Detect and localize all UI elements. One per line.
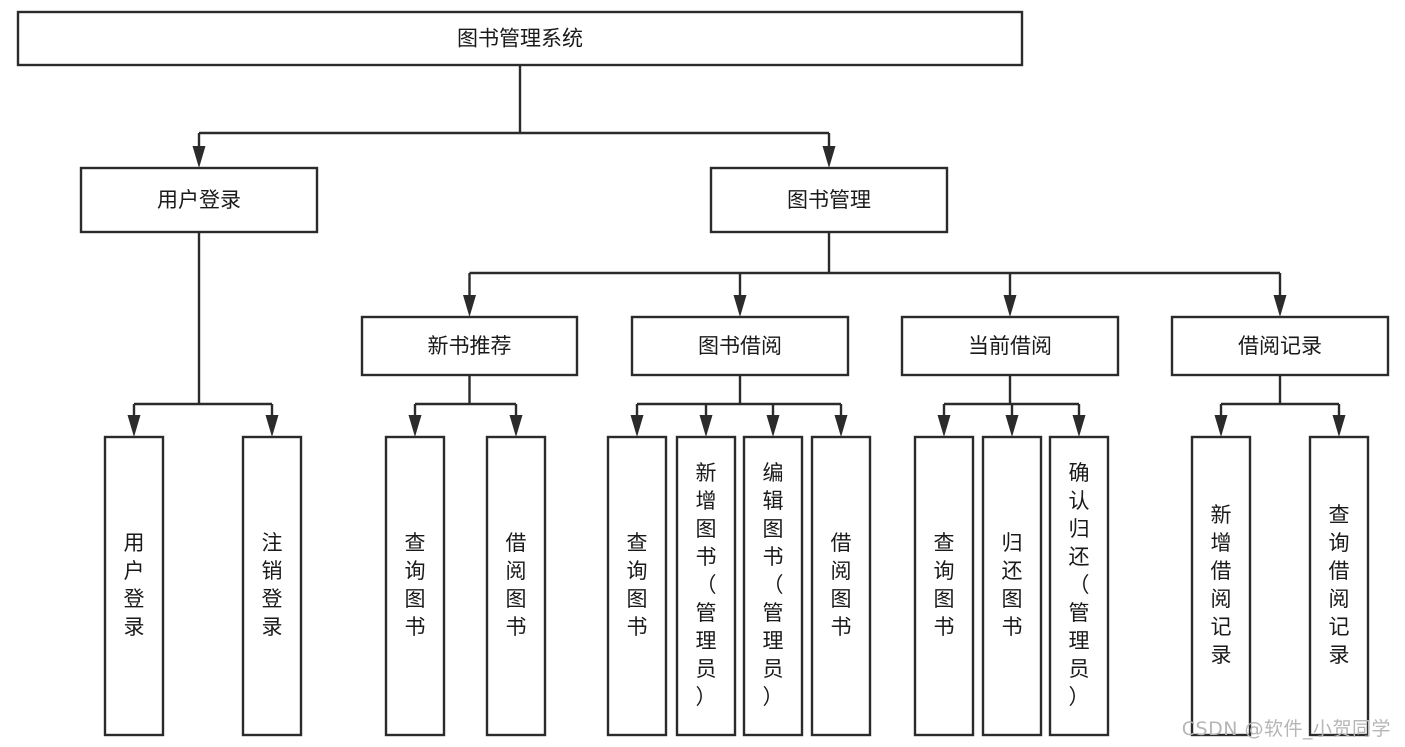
diagram-node-current-borrow[interactable]: 当前借阅 <box>900 315 1120 377</box>
arrow-head-icon <box>766 415 780 437</box>
node-label: 图书管理系统 <box>457 27 583 51</box>
arrow-head-icon <box>265 415 279 437</box>
connector-group <box>630 375 848 437</box>
diagram-node-borrow-record[interactable]: 借阅记录 <box>1170 315 1390 377</box>
node-box[interactable] <box>900 315 1120 377</box>
node-label: 借阅图书 <box>831 531 852 639</box>
diagram-node-leaf-bb-add[interactable]: 新增图书（管理员） <box>675 435 737 737</box>
arrow-head-icon <box>1072 415 1086 437</box>
diagram-node-user-login[interactable]: 用户登录 <box>79 166 319 234</box>
diagram-node-leaf-logout[interactable]: 注销登录 <box>241 435 303 737</box>
connector-group <box>1214 375 1346 437</box>
arrow-head-icon <box>822 146 836 168</box>
node-label: 图书借阅 <box>698 334 782 358</box>
diagram-node-leaf-br-add[interactable]: 新增借阅记录 <box>1190 435 1252 737</box>
diagram-node-leaf-rec-borrow[interactable]: 借阅图书 <box>485 435 547 737</box>
node-label: 确认归还（管理员） <box>1069 461 1090 709</box>
diagram-node-new-book-rec[interactable]: 新书推荐 <box>360 315 579 377</box>
arrow-head-icon <box>630 415 644 437</box>
node-box[interactable] <box>485 435 547 737</box>
diagram-node-leaf-br-query[interactable]: 查询借阅记录 <box>1308 435 1370 737</box>
node-box[interactable] <box>606 435 668 737</box>
node-label: 查询图书 <box>627 531 648 639</box>
diagram-node-leaf-bb-borrow[interactable]: 借阅图书 <box>810 435 872 737</box>
arrow-head-icon <box>699 415 713 437</box>
node-label: 用户登录 <box>157 188 241 212</box>
node-label: 图书管理 <box>787 188 871 212</box>
node-box[interactable] <box>1048 435 1110 737</box>
node-box[interactable] <box>981 435 1043 737</box>
arrow-head-icon <box>1214 415 1228 437</box>
diagram-node-root[interactable]: 图书管理系统 <box>16 10 1024 67</box>
node-box[interactable] <box>630 315 850 377</box>
node-box[interactable] <box>241 435 303 737</box>
node-box[interactable] <box>384 435 446 737</box>
arrow-head-icon <box>834 415 848 437</box>
node-label: 用户登录 <box>124 531 145 639</box>
diagram-node-book-manage[interactable]: 图书管理 <box>709 166 949 234</box>
arrow-head-icon <box>1005 415 1019 437</box>
node-box[interactable] <box>103 435 165 737</box>
node-box[interactable] <box>1308 435 1370 737</box>
node-label: 借阅记录 <box>1238 334 1322 358</box>
node-box[interactable] <box>16 10 1024 67</box>
connector-group <box>937 375 1086 437</box>
node-label: 注销登录 <box>262 531 283 639</box>
node-label: 新书推荐 <box>428 334 512 358</box>
node-label: 编辑图书（管理员） <box>763 461 784 709</box>
node-box[interactable] <box>709 166 949 234</box>
node-box[interactable] <box>913 435 975 737</box>
node-label: 新增图书（管理员） <box>696 461 717 709</box>
diagram-node-leaf-cb-query[interactable]: 查询图书 <box>913 435 975 737</box>
node-box[interactable] <box>810 435 872 737</box>
diagram-node-leaf-cb-confirm[interactable]: 确认归还（管理员） <box>1048 435 1110 737</box>
node-box[interactable] <box>675 435 737 737</box>
arrow-head-icon <box>509 415 523 437</box>
diagram-node-leaf-cb-return[interactable]: 归还图书 <box>981 435 1043 737</box>
node-box[interactable] <box>1190 435 1252 737</box>
arrow-head-icon <box>1332 415 1346 437</box>
node-label: 借阅图书 <box>506 531 527 639</box>
diagram-node-leaf-bb-query[interactable]: 查询图书 <box>606 435 668 737</box>
arrow-head-icon <box>937 415 951 437</box>
connector-group <box>408 375 523 437</box>
node-label: 查询借阅记录 <box>1329 503 1350 667</box>
arrow-head-icon <box>408 415 422 437</box>
arrow-head-icon <box>463 295 476 317</box>
node-box[interactable] <box>360 315 579 377</box>
diagram-node-book-borrow[interactable]: 图书借阅 <box>630 315 850 377</box>
arrow-head-icon <box>1003 295 1017 317</box>
connector-group <box>463 232 1287 317</box>
arrow-head-icon <box>192 146 206 168</box>
arrow-head-icon <box>127 415 141 437</box>
node-label: 查询图书 <box>934 531 955 639</box>
arrow-head-icon <box>733 295 747 317</box>
node-label: 归还图书 <box>1002 531 1023 639</box>
connector-group <box>192 65 836 168</box>
node-label: 查询图书 <box>405 531 426 639</box>
node-box[interactable] <box>79 166 319 234</box>
node-label: 新增借阅记录 <box>1211 503 1232 667</box>
diagram-node-leaf-user-login[interactable]: 用户登录 <box>103 435 165 737</box>
diagram-node-leaf-rec-query[interactable]: 查询图书 <box>384 435 446 737</box>
arrow-head-icon <box>1273 295 1287 317</box>
node-layer: 图书管理系统用户登录图书管理新书推荐图书借阅当前借阅借阅记录用户登录注销登录查询… <box>16 10 1390 737</box>
node-box[interactable] <box>1170 315 1390 377</box>
connector-group <box>127 232 279 437</box>
node-label: 当前借阅 <box>968 334 1052 358</box>
diagram-node-leaf-bb-edit[interactable]: 编辑图书（管理员） <box>742 435 804 737</box>
node-box[interactable] <box>742 435 804 737</box>
connector-layer <box>127 65 1346 437</box>
